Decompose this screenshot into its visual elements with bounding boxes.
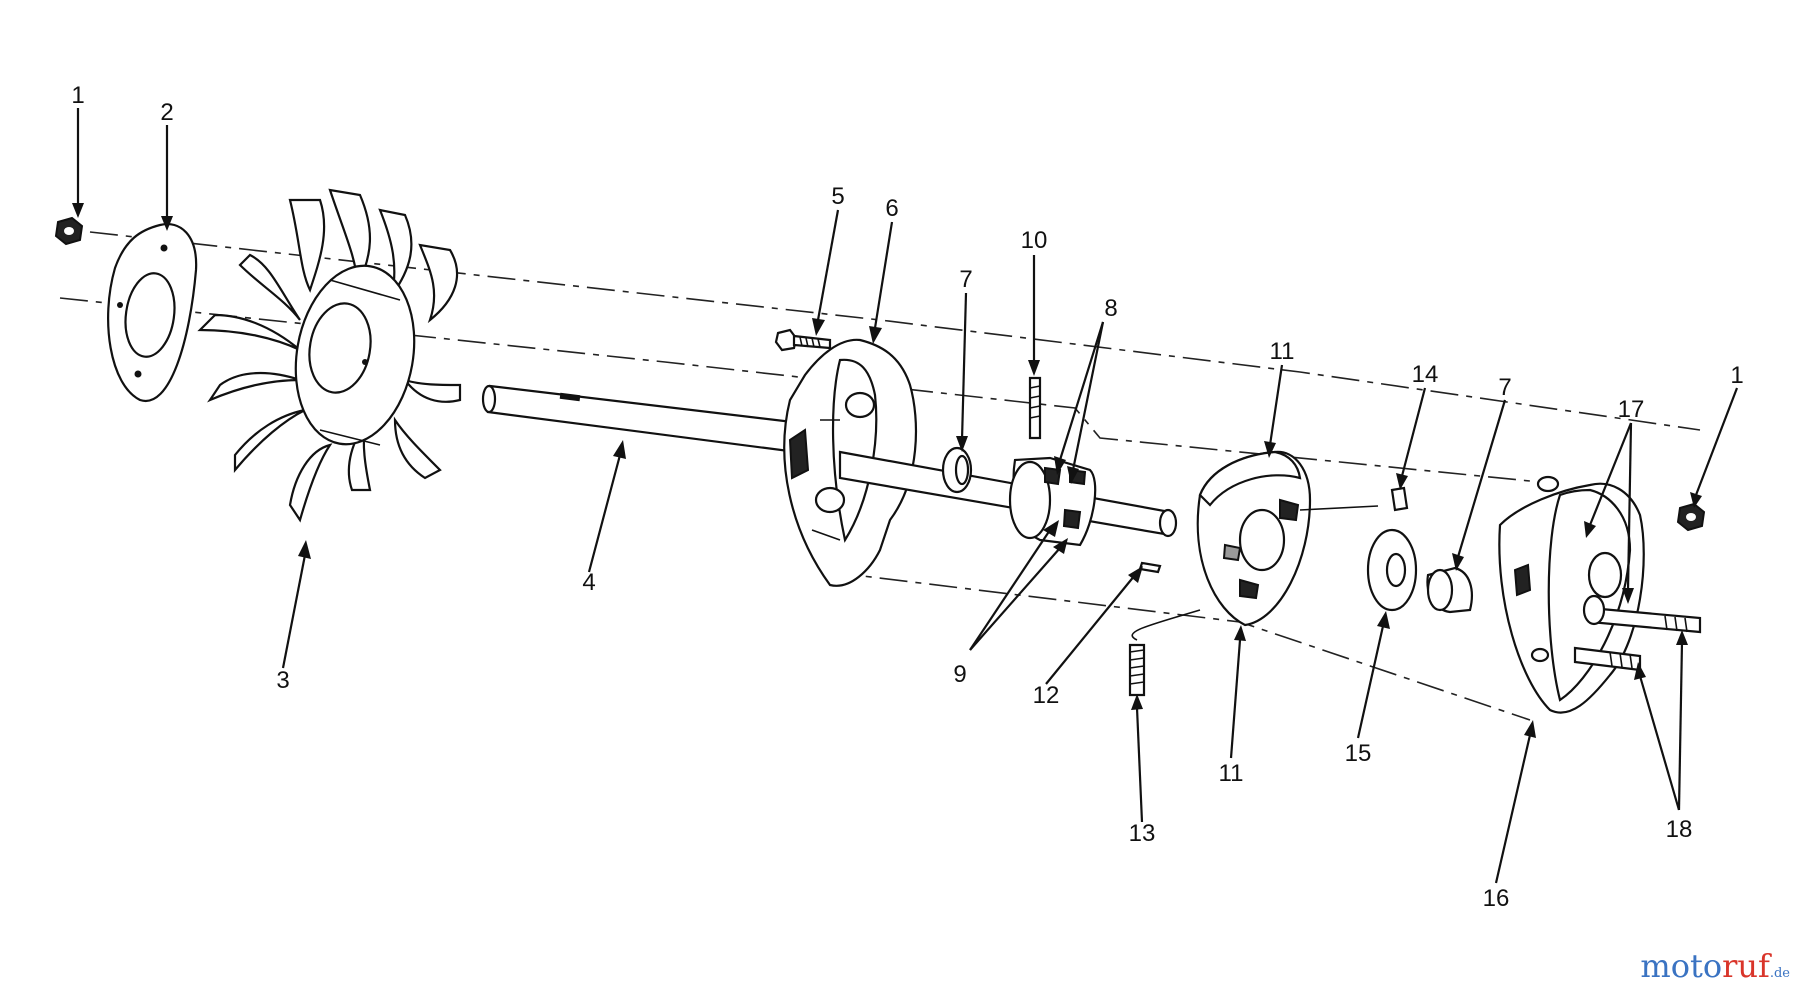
- nut-right: [1676, 502, 1706, 532]
- roll-pin: [1028, 376, 1042, 440]
- callout-c10: 10: [1021, 227, 1048, 254]
- watermark-text-2: ruf: [1722, 947, 1770, 985]
- callout-c3: 3: [276, 667, 289, 694]
- thrust-washer: [1366, 528, 1418, 612]
- callout-c18: 18: [1666, 816, 1693, 843]
- callout-c2: 2: [160, 99, 173, 126]
- callout-c4: 4: [582, 569, 595, 596]
- clutch-hub: [1008, 456, 1097, 547]
- watermark-text-1: moto: [1640, 947, 1723, 985]
- gear-housing: [1498, 475, 1645, 714]
- callout-c1a: 1: [71, 82, 84, 109]
- callout-c16: 16: [1483, 885, 1510, 912]
- fan-impeller: [197, 188, 462, 523]
- spring: [1128, 609, 1201, 697]
- callout-c7a: 7: [959, 266, 972, 293]
- callout-c5: 5: [831, 183, 844, 210]
- leader-arrows: [72, 108, 1739, 884]
- flange-plate: [107, 222, 198, 403]
- callout-c12: 12: [1033, 682, 1060, 709]
- clutch-shoe-assembly: [1196, 450, 1379, 627]
- nut-left: [54, 216, 84, 246]
- key: [1390, 486, 1409, 512]
- callout-c13: 13: [1129, 820, 1156, 847]
- small-pin: [1138, 561, 1162, 574]
- callout-c14: 14: [1412, 361, 1439, 388]
- callout-c11a: 11: [1270, 338, 1295, 365]
- watermark-logo: motoruf.de: [1640, 947, 1790, 985]
- bushing-right: [1426, 566, 1473, 614]
- callout-c6: 6: [885, 195, 898, 222]
- callout-c7b: 7: [1498, 374, 1511, 401]
- watermark-text-3: .de: [1769, 966, 1790, 981]
- studs: [1573, 594, 1702, 672]
- callout-c1b: 1: [1730, 362, 1743, 389]
- callout-c15: 15: [1345, 740, 1372, 767]
- callout-c9: 9: [953, 661, 966, 688]
- bolt: [774, 328, 832, 352]
- spacer-washer-left: [941, 446, 973, 494]
- callout-c8: 8: [1104, 295, 1117, 322]
- callout-c17: 17: [1618, 396, 1645, 423]
- callout-c11b: 11: [1219, 760, 1244, 787]
